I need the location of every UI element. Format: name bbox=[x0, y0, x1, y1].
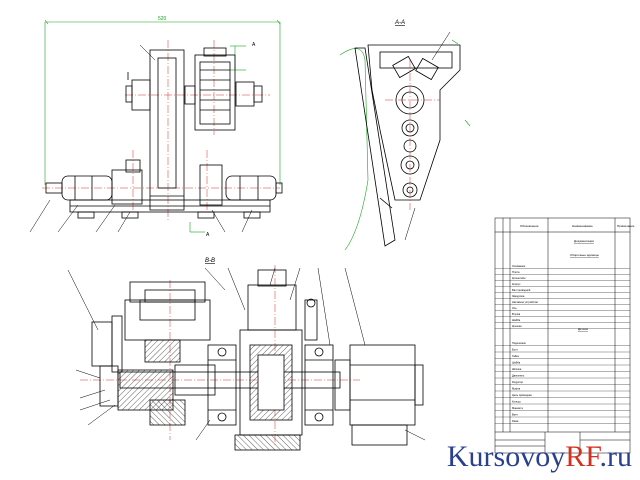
spec-row: Звездочка bbox=[512, 294, 525, 298]
spec-header-note: Примечание bbox=[617, 224, 635, 228]
spec-row: Шайба bbox=[512, 318, 521, 322]
section-bb-view: В-В bbox=[67, 258, 426, 451]
cut-label-top: А bbox=[252, 42, 256, 48]
spec-row: Винт bbox=[512, 413, 519, 417]
spec-row: Рама bbox=[512, 419, 519, 423]
spec-row: Корпус bbox=[512, 282, 521, 286]
spec-row: Двигатель bbox=[512, 374, 525, 378]
centerlines bbox=[42, 40, 280, 222]
watermark: KursovoyRF.ru bbox=[446, 440, 632, 473]
cut-label-bottom: А bbox=[206, 232, 210, 238]
spec-row: Шпонка bbox=[512, 367, 522, 371]
spec-group-docs: Документация bbox=[574, 239, 594, 243]
housing-plate bbox=[367, 44, 461, 201]
spec-group-units: Сборочные единицы bbox=[570, 253, 599, 257]
spec-row: Основание bbox=[512, 264, 526, 268]
wall-outline bbox=[339, 48, 369, 251]
gear-housing bbox=[194, 54, 236, 131]
spec-row: Цепь приводная bbox=[512, 393, 532, 397]
spec-row: Муфта bbox=[512, 387, 521, 391]
inclined-arm bbox=[354, 47, 396, 247]
spec-table bbox=[494, 217, 631, 454]
spec-row: Натяжное устройство bbox=[512, 300, 539, 304]
spec-row: Вал приводной bbox=[512, 288, 531, 292]
spec-row: Кронштейн bbox=[512, 276, 526, 280]
spec-header-name: Наименование bbox=[572, 224, 593, 228]
section-aa-view: А-А bbox=[339, 20, 471, 251]
spec-row: Шайба bbox=[512, 361, 521, 365]
pulley bbox=[91, 321, 113, 367]
spec-header-designation: Обозначение bbox=[520, 224, 539, 228]
center-plate bbox=[149, 49, 185, 211]
spec-table-text: Обозначение Наименование Примечание Доку… bbox=[520, 224, 635, 331]
spec-row: Кольцо bbox=[512, 400, 521, 404]
dimension-frame bbox=[44, 19, 281, 233]
spec-row: Манжета bbox=[512, 406, 523, 410]
spec-items-lower: ПодшипникБолтГайкаШайбаШпонкаДвигательРе… bbox=[495, 341, 630, 424]
main-shaft bbox=[119, 371, 341, 389]
spec-row: Болт bbox=[512, 348, 519, 352]
section-bb-title: В-В bbox=[205, 258, 215, 264]
spec-row: Ось bbox=[512, 306, 517, 310]
front-view: 520 А А bbox=[29, 16, 283, 238]
spec-row: Втулка bbox=[512, 312, 521, 316]
section-aa-title: А-А bbox=[394, 20, 405, 26]
spec-row: Гайка bbox=[512, 354, 519, 358]
spec-row: Подшипник bbox=[512, 341, 527, 345]
spec-group-parts: Детали bbox=[578, 327, 588, 331]
spec-row: Плита bbox=[512, 270, 520, 274]
spec-row: Редуктор bbox=[512, 380, 524, 384]
dimension-text: 520 bbox=[158, 16, 167, 22]
right-motor bbox=[349, 344, 416, 426]
spec-row: Крышка bbox=[512, 324, 522, 328]
